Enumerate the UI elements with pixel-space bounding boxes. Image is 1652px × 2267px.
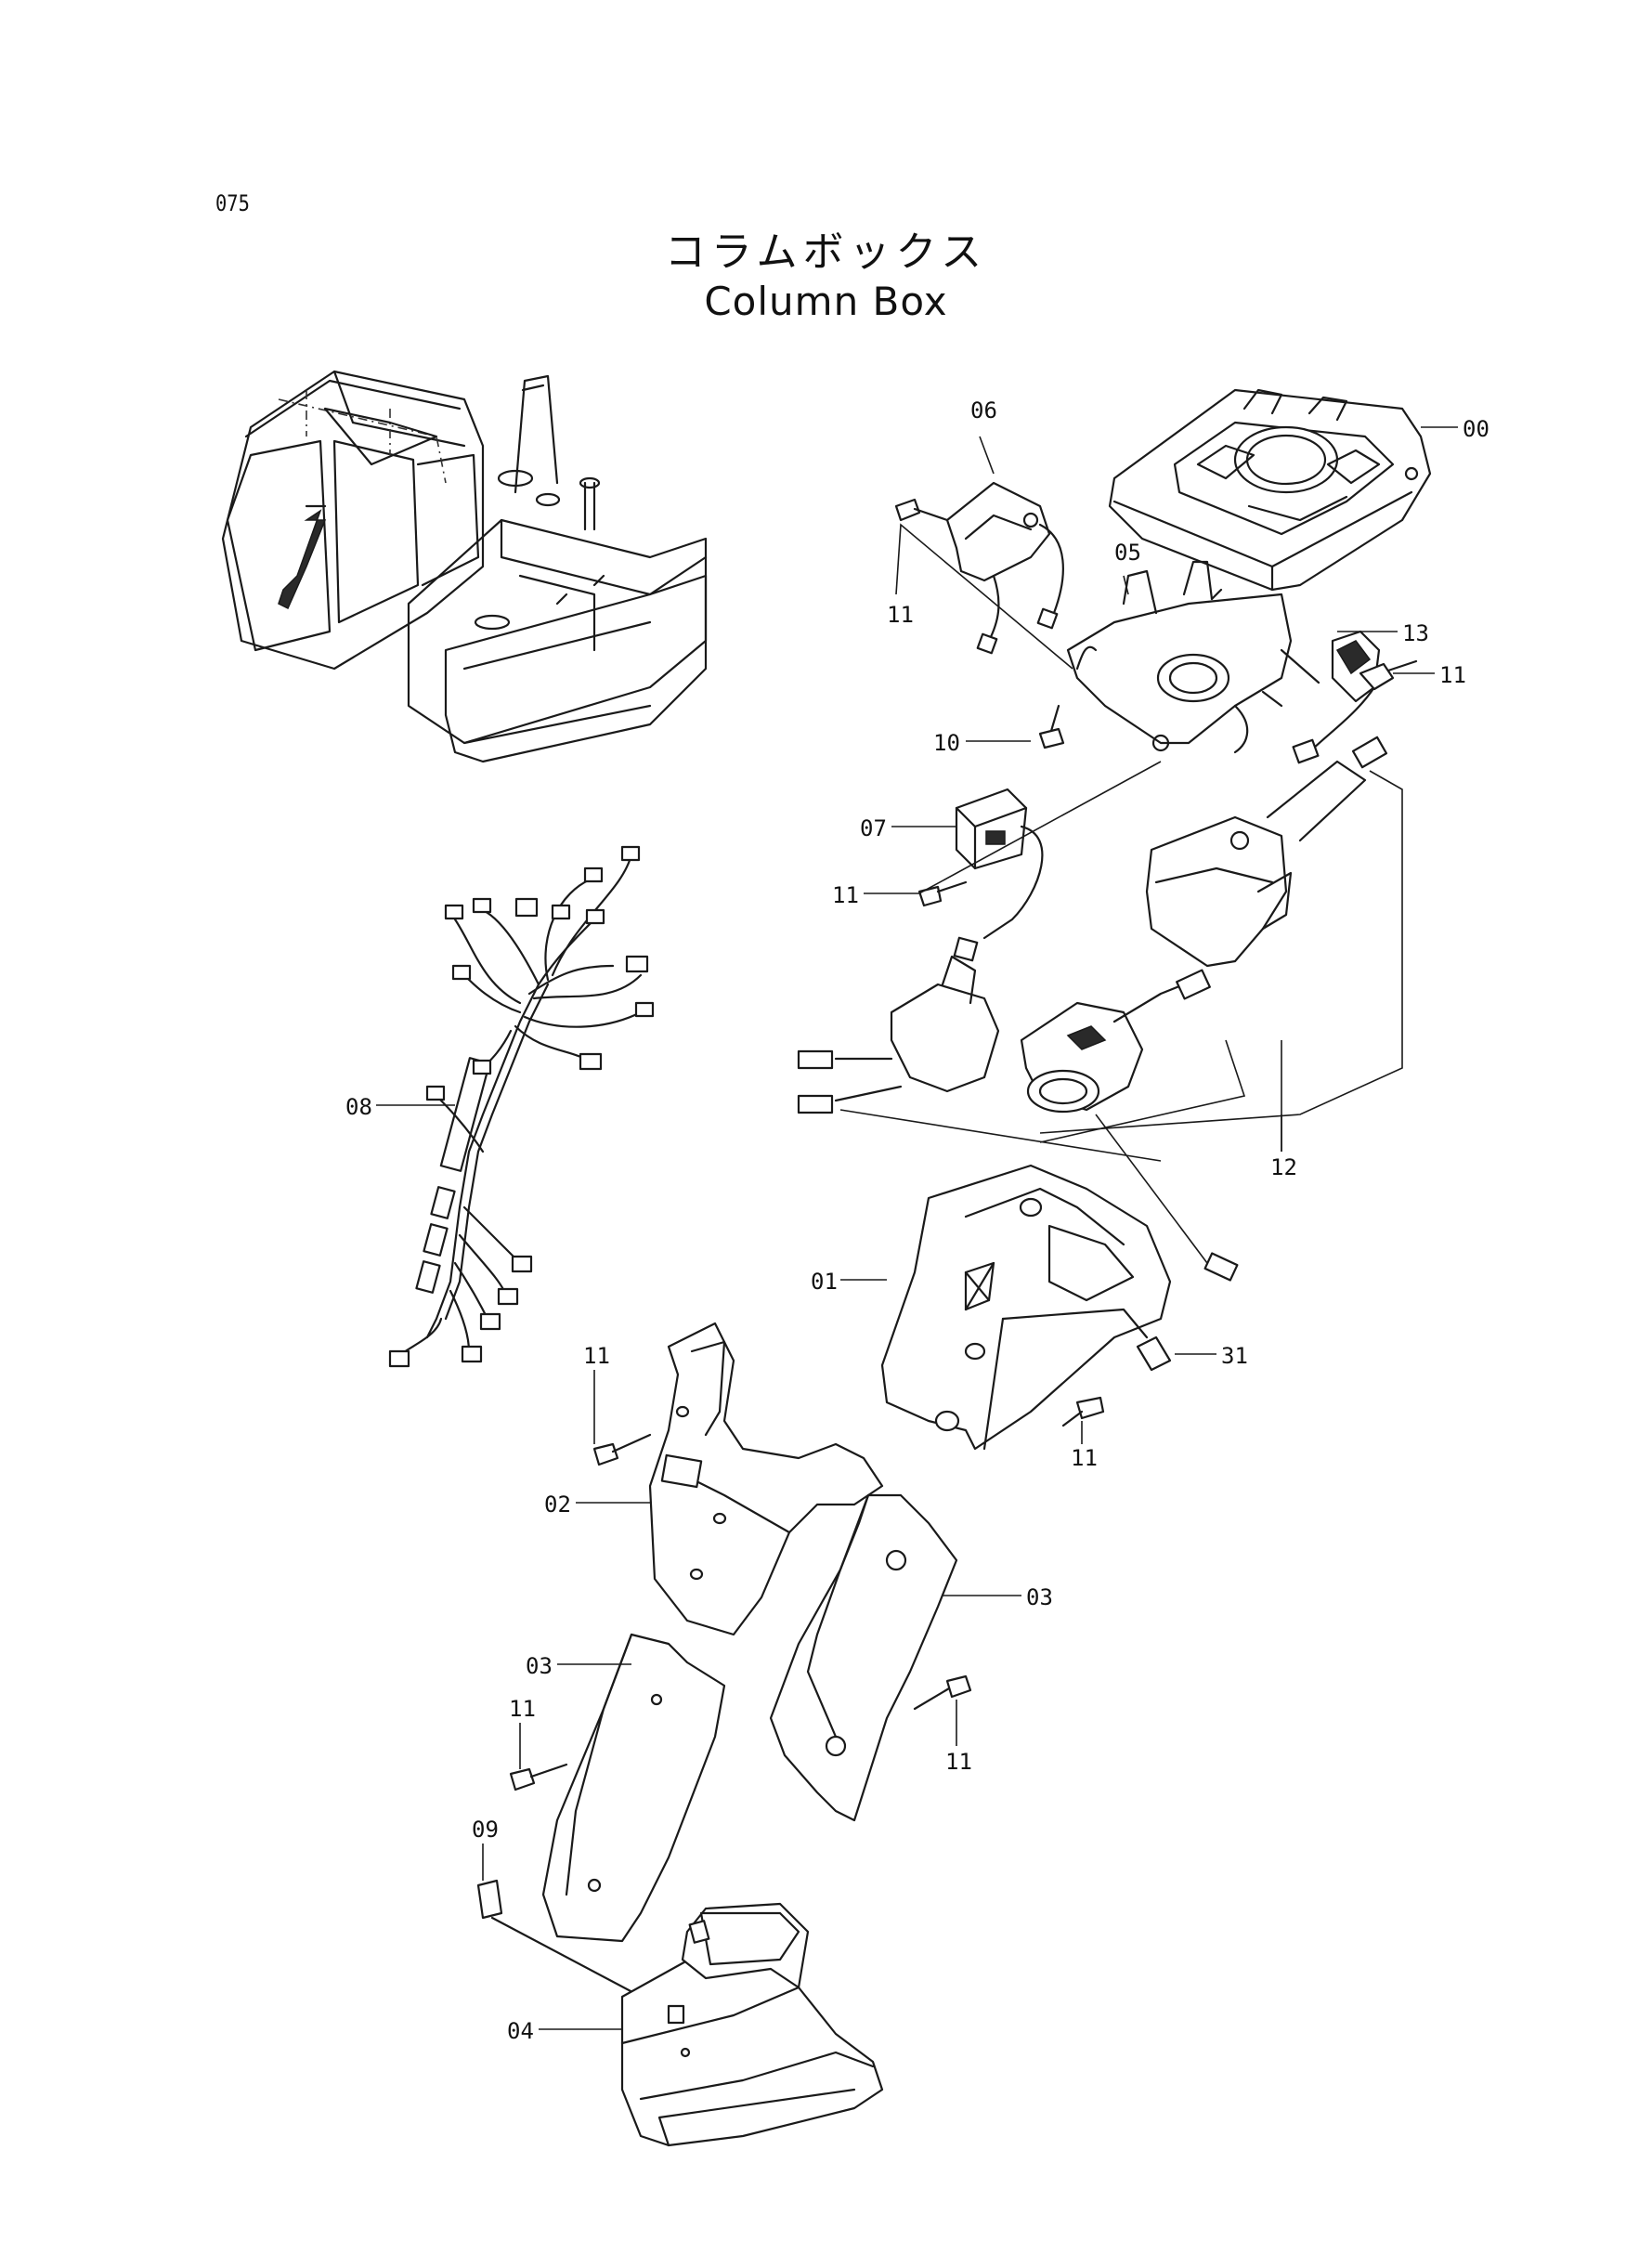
callout-31: 31 — [1221, 1343, 1248, 1369]
callout-11-g: 11 — [509, 1696, 536, 1722]
callout-11-a: 11 — [887, 602, 914, 628]
callout-11-d: 11 — [1071, 1445, 1098, 1471]
callout-03-left: 03 — [526, 1653, 553, 1679]
callout-10: 10 — [933, 730, 960, 756]
callout-08: 08 — [345, 1094, 372, 1120]
part-01-column-cover — [880, 1164, 1172, 1451]
callout-02: 02 — [544, 1492, 571, 1518]
screw-11-d — [1061, 1396, 1105, 1427]
column-housing-upper — [1145, 736, 1388, 968]
screw-11-c — [917, 880, 968, 907]
part-08-wire-harness — [388, 845, 655, 1368]
part-02-panel — [648, 1322, 884, 1636]
callout-01: 01 — [811, 1269, 838, 1295]
callout-06: 06 — [970, 397, 997, 423]
callout-labels: 00 01 02 03 03 04 05 06 07 08 09 10 11 1… — [345, 397, 1489, 2044]
part-07-connector — [953, 788, 1044, 962]
screw-11-a — [894, 498, 949, 522]
screw-11-e — [592, 1433, 652, 1466]
callout-04: 04 — [507, 2018, 534, 2044]
screw-11-g — [509, 1763, 568, 1791]
callout-09: 09 — [472, 1817, 499, 1843]
callout-03-right: 03 — [1026, 1584, 1053, 1610]
callout-13: 13 — [1402, 620, 1429, 646]
callout-07: 07 — [860, 815, 887, 841]
page-number: 075 — [215, 190, 250, 216]
part-03-side-panel-right — [769, 1493, 958, 1822]
callout-11-f: 11 — [945, 1749, 972, 1775]
part-03-side-panel-left — [541, 1633, 726, 1943]
part-06-bracket — [945, 481, 1064, 655]
part-00-top-cover — [1108, 388, 1432, 592]
callout-11-b: 11 — [1439, 662, 1466, 688]
screw-11-b — [1359, 659, 1418, 691]
screw-10 — [1038, 704, 1065, 749]
callout-11-e: 11 — [583, 1343, 610, 1369]
callout-05: 05 — [1114, 540, 1141, 566]
callout-00: 00 — [1463, 416, 1489, 442]
part-31-label — [1136, 1335, 1172, 1372]
excavator-overview-illustration — [221, 370, 708, 763]
part-09-clip — [476, 1879, 652, 2003]
part-04-floor-boot — [620, 1902, 884, 2147]
leader-lines — [376, 426, 1458, 2030]
part-12-lower-bracket — [797, 770, 1403, 1282]
part-13-switch — [1292, 630, 1381, 764]
screw-11-f — [913, 1674, 972, 1711]
callout-12: 12 — [1270, 1154, 1297, 1180]
title-japanese: コラムボックス — [664, 228, 988, 276]
title-english: Column Box — [704, 279, 948, 324]
part-05-frame-bracket — [1066, 560, 1320, 754]
callout-11-c: 11 — [832, 882, 859, 908]
